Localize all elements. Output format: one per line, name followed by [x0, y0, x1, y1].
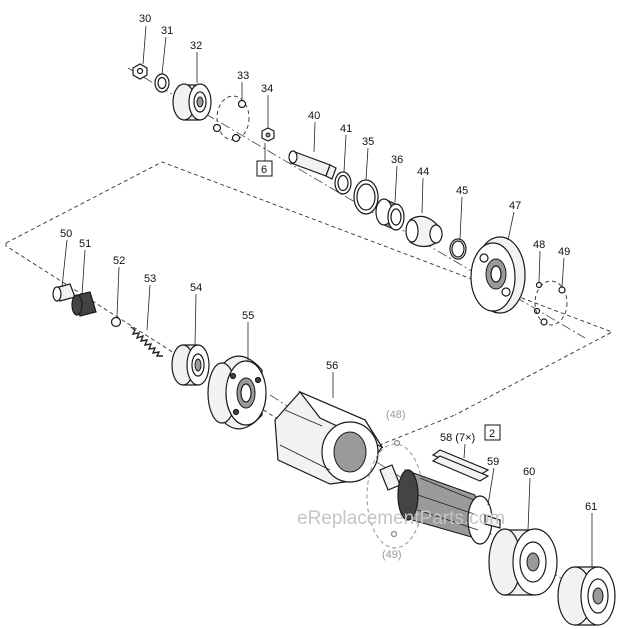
part-35-washer [353, 179, 379, 215]
part-52-ball [110, 316, 122, 328]
part-54-bearing [171, 344, 210, 386]
callout-45: 45 [456, 185, 468, 197]
callout-30: 30 [139, 13, 151, 25]
part-40-shaft [288, 150, 337, 180]
callout-35: 35 [362, 136, 374, 148]
callout-48: 48 [533, 239, 545, 251]
callout-59: 59 [487, 456, 499, 468]
part-61-bearing [557, 566, 616, 626]
ref-49: (49) [382, 549, 402, 561]
subassembly-boundary-upper [5, 161, 614, 416]
callout-47: 47 [509, 200, 521, 212]
box-2-label: 2 [489, 428, 495, 440]
callout-56: 56 [326, 360, 338, 372]
subassembly-boundary-lower [5, 243, 456, 461]
callout-36: 36 [391, 154, 403, 166]
callout-51: 51 [79, 238, 91, 250]
callout-52: 52 [113, 255, 125, 267]
part-44-bushing [405, 215, 443, 248]
box-6-label: 6 [261, 164, 267, 176]
callout-60: 60 [523, 466, 535, 478]
part-34-nut [261, 127, 275, 142]
part-50-pin [52, 283, 76, 302]
part-47-carrier-plate [470, 236, 526, 314]
part-59-rotor [379, 464, 501, 545]
part-53-spring [130, 326, 163, 357]
part-56-stator [274, 390, 384, 485]
part-36-needle-bearing [375, 198, 405, 231]
callout-34: 34 [261, 83, 273, 95]
part-51-pinion [71, 291, 97, 317]
callout-40: 40 [308, 110, 320, 122]
part-33-bearing-balls [212, 95, 250, 143]
watermark: eReplacementParts.com [297, 508, 505, 529]
part-55-housing [207, 355, 267, 430]
callout-32: 32 [190, 40, 202, 52]
callout-50: 50 [60, 228, 72, 240]
leader-lines [61, 25, 593, 567]
callout-55: 55 [242, 310, 254, 322]
box-6 [256, 160, 273, 177]
callout-41: 41 [340, 123, 352, 135]
part-58-vanes [431, 449, 490, 482]
callout-58: 58 (7×) [440, 432, 475, 444]
part-32-bearing [172, 83, 212, 121]
part-30-nut [132, 63, 148, 80]
callout-53: 53 [144, 273, 156, 285]
callout-44: 44 [417, 166, 429, 178]
part-31-washer [154, 73, 170, 93]
ref-48: (48) [386, 409, 406, 421]
callout-61: 61 [585, 501, 597, 513]
part-41-ring [334, 171, 352, 195]
part-60-end-plate [488, 528, 558, 596]
box-2 [484, 424, 501, 441]
callout-33: 33 [237, 70, 249, 82]
part-45-o-ring [449, 238, 467, 260]
callout-49: 49 [558, 246, 570, 258]
part-49-gear-circle [534, 280, 568, 326]
callout-31: 31 [161, 25, 173, 37]
callout-54: 54 [190, 282, 202, 294]
